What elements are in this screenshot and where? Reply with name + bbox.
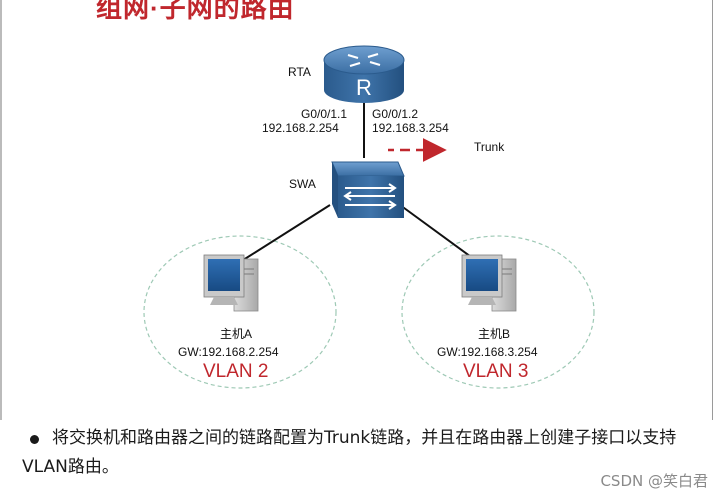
pc-icon-hosta: [203, 254, 259, 312]
left-subinterface-port: G0/0/1.1: [301, 107, 348, 121]
hosta-name: 主机A: [220, 327, 253, 341]
hosta-gateway: GW:192.168.2.254: [178, 345, 279, 359]
router-letter: R: [356, 75, 372, 100]
watermark: CSDN @笑白君: [600, 472, 708, 490]
slide-title-fragment: 组网·子网的路由: [96, 0, 295, 23]
router-label: RTA: [288, 65, 311, 79]
network-topology-diagram: R: [143, 45, 595, 389]
switch-label: SWA: [289, 177, 316, 191]
hosta-vlan-label: VLAN 2: [203, 361, 269, 382]
right-subinterface-port: G0/0/1.2: [372, 107, 419, 121]
bullet-text: 将交换机和路由器之间的链路配置为Trunk链路，并且在路由器上创建子接口以支持V…: [22, 428, 677, 477]
vlan3-boundary: [401, 235, 595, 389]
pc-icon-hostb: [461, 254, 517, 312]
vlan2-boundary: [143, 235, 337, 389]
hostb-name: 主机B: [478, 327, 511, 341]
left-subinterface-ip: 192.168.2.254: [262, 121, 339, 135]
frame-left-border: [0, 0, 2, 420]
switch-icon: [331, 161, 405, 218]
right-subinterface-ip: 192.168.3.254: [372, 121, 449, 135]
trunk-label: Trunk: [474, 140, 505, 154]
link-swa-hostb: [399, 204, 479, 263]
router-icon: R: [323, 45, 405, 103]
frame-right-border: [712, 0, 713, 420]
hostb-gateway: GW:192.168.3.254: [437, 345, 538, 359]
link-swa-hosta: [239, 204, 331, 263]
bullet-point: [30, 435, 39, 444]
hostb-vlan-label: VLAN 3: [463, 361, 529, 382]
